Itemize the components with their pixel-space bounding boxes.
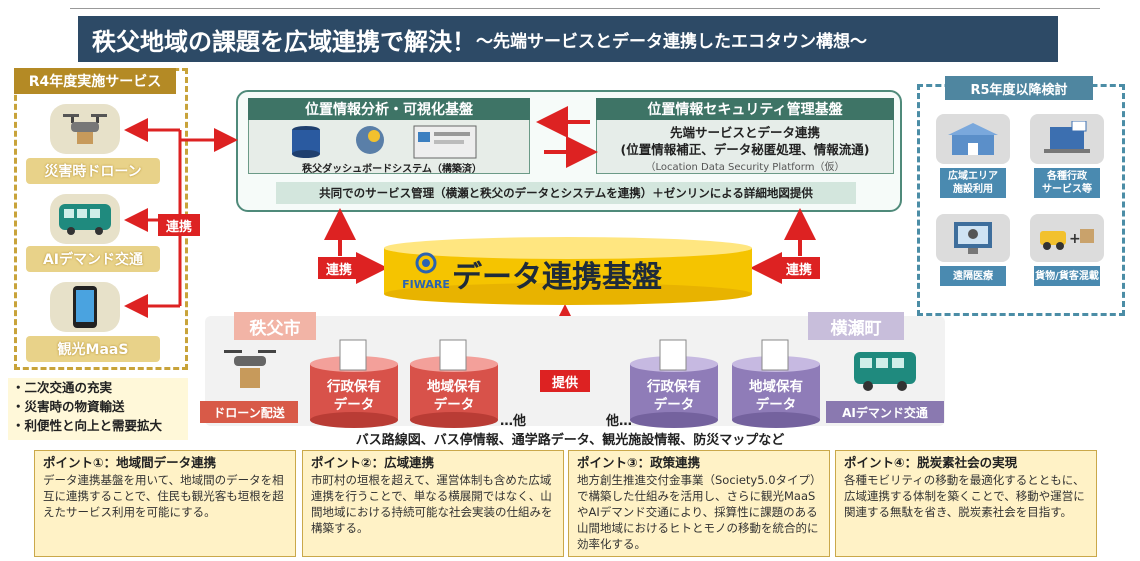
drone-icon bbox=[50, 104, 120, 154]
r4-service-maas: 観光MaaS bbox=[26, 336, 160, 362]
r5-item-telemedicine: 遠隔医療 bbox=[940, 266, 1006, 286]
dashboard-icons bbox=[288, 124, 508, 160]
provide-label: 提供 bbox=[540, 370, 590, 392]
ai-demand-label: AIデマンド交通 bbox=[826, 401, 944, 423]
relation-label-left: 連携 bbox=[318, 257, 360, 279]
page-title: 秩父地域の課題を広域連携で解決！ ～先端サービスとデータ連携したエコタウン構想～ bbox=[78, 16, 1058, 62]
point-title: ポイント③：政策連携 bbox=[577, 455, 701, 470]
location-analytics-title: 位置情報分析・可視化基盤 bbox=[248, 98, 530, 120]
datastore-label: 行政保有 データ bbox=[647, 379, 701, 413]
bus-icon bbox=[50, 194, 120, 244]
data-platform-cylinder bbox=[384, 237, 752, 305]
location-security-title: 位置情報セキュリティ管理基盤 bbox=[596, 98, 894, 120]
point-title: ポイント④：脱炭素社会の実現 bbox=[844, 455, 1018, 470]
datastore-cylinders bbox=[310, 339, 820, 428]
point-body: 地方創生推進交付金事業（Society5.0タイプ）で構築した仕組みを活用し、さ… bbox=[577, 473, 819, 551]
etc-label-right: 他… bbox=[606, 414, 633, 429]
point-card-1: ポイント①：地域間データ連携 データ連携基盤を用いて、地域間のデータを相互に連携… bbox=[34, 450, 296, 557]
r5-services-label: R5年度以降検討 bbox=[945, 76, 1093, 100]
relation-label-right: 連携 bbox=[778, 257, 820, 279]
city-chichibu: 秩父市 bbox=[234, 312, 316, 340]
title-main: 秩父地域の課題を広域連携で解決！ bbox=[92, 27, 476, 56]
r4-service-ai-demand: AIデマンド交通 bbox=[26, 246, 160, 272]
telemedicine-icon bbox=[936, 214, 1010, 262]
r4-service-drone: 災害時ドローン bbox=[26, 158, 160, 184]
etc-label-left: …他 bbox=[500, 414, 527, 429]
benefit-item: ・二次交通の充実 bbox=[12, 380, 113, 395]
benefit-item: ・災害時の物資輸送 bbox=[12, 399, 125, 414]
security-line-2: (位置情報補正、データ秘匿処理、情報流通) bbox=[620, 142, 870, 157]
point-card-4: ポイント④：脱炭素社会の実現 各種モビリティの移動を最適化するとともに、広域連携… bbox=[835, 450, 1097, 557]
top-divider-line bbox=[70, 8, 1100, 9]
r5-item-cargo: 貨物/貨客混載 bbox=[1034, 266, 1100, 286]
point-body: 各種モビリティの移動を最適化するとともに、広域連携する体制を築くことで、移動や運… bbox=[844, 473, 1085, 519]
point-card-2: ポイント②：広域連携 市町村の垣根を超えて、運営体制も含めた広域連携を行うことで… bbox=[302, 450, 564, 557]
relation-label-r4: 連携 bbox=[158, 214, 200, 236]
fiware-logo-text: FIWARE bbox=[402, 278, 450, 291]
point-body: データ連携基盤を用いて、地域間のデータを相互に連携することで、住民も観光客も垣根… bbox=[43, 473, 284, 519]
point-title: ポイント①：地域間データ連携 bbox=[43, 455, 217, 470]
security-line-1: 先端サービスとデータ連携 bbox=[669, 125, 820, 140]
data-types-caption: バス路線図、バス停情報、通学路データ、観光施設情報、防災マップなど bbox=[355, 432, 785, 448]
laptop-mail-icon bbox=[1030, 114, 1104, 164]
point-body: 市町村の垣根を超えて、運営体制も含めた広域連携を行うことで、単なる横展開ではなく… bbox=[311, 473, 553, 535]
r5-item-facility: 広域エリア 施設利用 bbox=[940, 168, 1006, 198]
security-line-3: （Location Data Security Platform（仮） bbox=[645, 162, 845, 173]
title-sub: ～先端サービスとデータ連携したエコタウン構想～ bbox=[476, 31, 867, 52]
fiware-logo-icon bbox=[396, 252, 456, 282]
r4-benefits-list: ・二次交通の充実 ・災害時の物資輸送 ・利便性と向上と需要拡大 bbox=[8, 378, 188, 440]
cargo-taxi-icon: + bbox=[1030, 214, 1104, 262]
point-card-3: ポイント③：政策連携 地方創生推進交付金事業（Society5.0タイプ）で構築… bbox=[568, 450, 830, 557]
datastore-label: 行政保有 データ bbox=[327, 379, 381, 413]
dashboard-caption: 秩父ダッシュボードシステム（構築済） bbox=[302, 164, 482, 175]
city-yokoze: 横瀬町 bbox=[808, 312, 904, 340]
benefit-item: ・利便性と向上と需要拡大 bbox=[12, 418, 163, 433]
datastore-label: 地域保有 データ bbox=[427, 379, 481, 413]
datastore-label: 地域保有 データ bbox=[749, 379, 803, 413]
ai-bus-icon bbox=[850, 342, 920, 398]
delivery-drone-icon bbox=[220, 344, 280, 398]
data-platform-title: データ連携基盤 bbox=[452, 260, 662, 295]
smartphone-icon bbox=[50, 282, 120, 332]
drone-delivery-label: ドローン配送 bbox=[200, 401, 298, 423]
facility-icon bbox=[936, 114, 1010, 164]
r4-services-label: R4年度実施サービス bbox=[14, 68, 176, 94]
r5-item-admin-services: 各種行政 サービス等 bbox=[1034, 168, 1100, 198]
shared-management-bar: 共同でのサービス管理（横瀬と秩父のデータとシステムを連携）＋ゼンリンによる詳細地… bbox=[276, 182, 856, 204]
point-title: ポイント②：広域連携 bbox=[311, 455, 435, 470]
svg-text:+: + bbox=[1069, 231, 1081, 247]
